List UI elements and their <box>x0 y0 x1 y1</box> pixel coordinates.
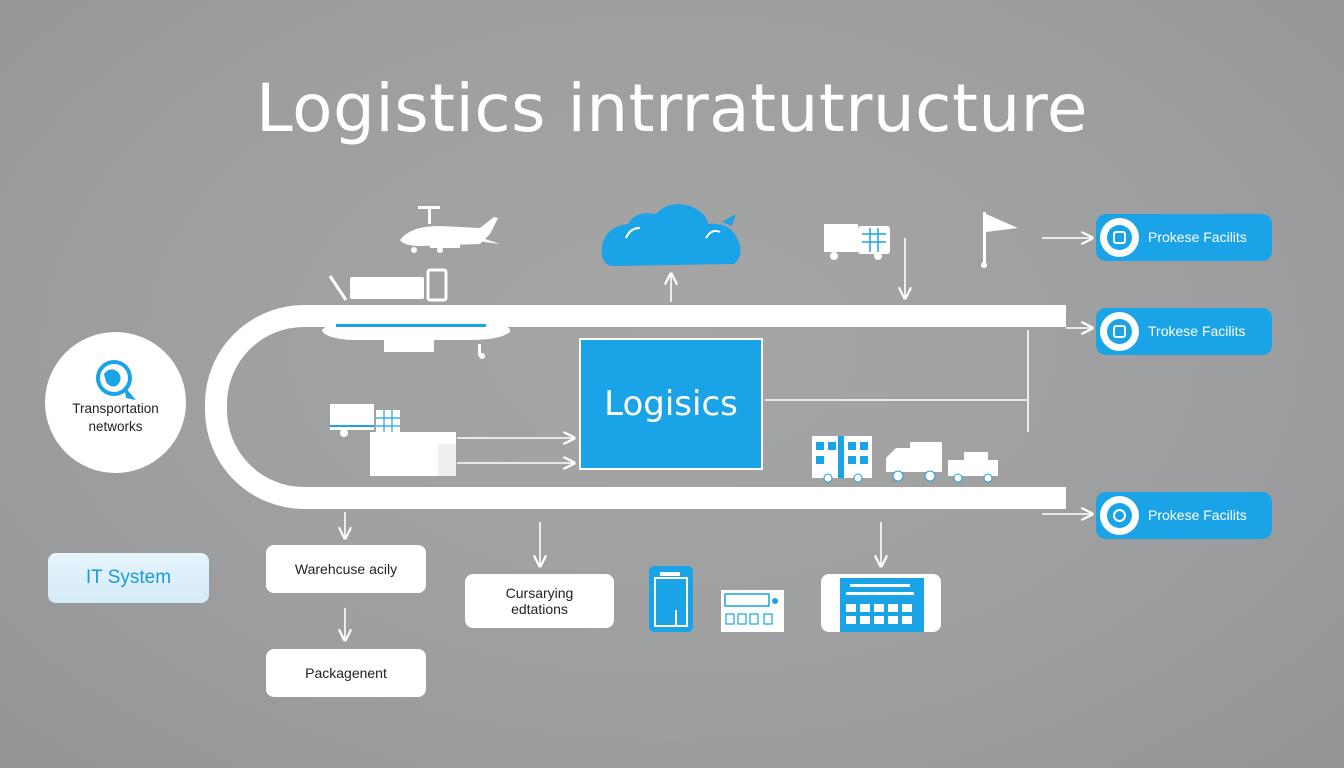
facility-1: Prokese Facilits <box>1096 214 1272 261</box>
truck-icon <box>328 268 448 302</box>
flag-icon <box>981 212 1018 268</box>
plane-icon <box>400 206 500 253</box>
pickup-truck-icon <box>948 452 998 483</box>
airliner-icon <box>322 320 511 359</box>
logistics-center-box: Logisics <box>579 338 763 470</box>
terminal-icon <box>721 590 784 632</box>
container-truck-icon <box>330 404 400 437</box>
facility-1-label: Prokese Facilits <box>1148 229 1247 245</box>
curing-box: Cursarying edtations <box>465 574 614 628</box>
transport-loop <box>205 305 1066 509</box>
transportation-label-line1: Transportation <box>72 401 159 416</box>
connector-lines <box>345 238 1092 640</box>
curing-label-line1: Cursarying <box>505 585 574 601</box>
facility-3-label: Prokese Facilits <box>1148 507 1247 523</box>
transportation-networks-node <box>45 332 186 473</box>
delivery-truck-icon <box>824 224 890 260</box>
van-icon <box>886 442 942 482</box>
facility-2: Trokese Facilits <box>1096 308 1272 355</box>
transportation-label-line2: networks <box>88 419 143 434</box>
warehouse-label: Warehcuse acily <box>294 561 398 577</box>
curing-label-line2: edtations <box>511 601 568 617</box>
logistics-center-label: Logisics <box>604 384 738 424</box>
packaging-label: Packagenent <box>305 665 387 681</box>
transportation-networks-label: Transportation networks <box>45 400 186 436</box>
diagram-title: Logistics intrratutructure <box>256 70 1088 147</box>
refresh-icon <box>1100 496 1139 535</box>
globe-icon <box>96 360 136 400</box>
dashboard-icon <box>821 574 941 632</box>
warehouse-block-icon <box>370 432 456 476</box>
facility-2-label: Trokese Facilits <box>1148 323 1246 339</box>
lock-icon <box>1100 312 1139 351</box>
tablet-icon <box>649 566 693 632</box>
it-system-label: IT System <box>85 567 172 588</box>
it-system-box: IT System <box>48 553 209 603</box>
packaging-box: Packagenent <box>266 649 426 697</box>
cloud-icon <box>601 204 741 266</box>
building-icon <box>1100 218 1139 257</box>
warehouse-box: Warehcuse acily <box>266 545 426 593</box>
facility-3: Prokese Facilits <box>1096 492 1272 539</box>
building-icon <box>812 436 872 483</box>
